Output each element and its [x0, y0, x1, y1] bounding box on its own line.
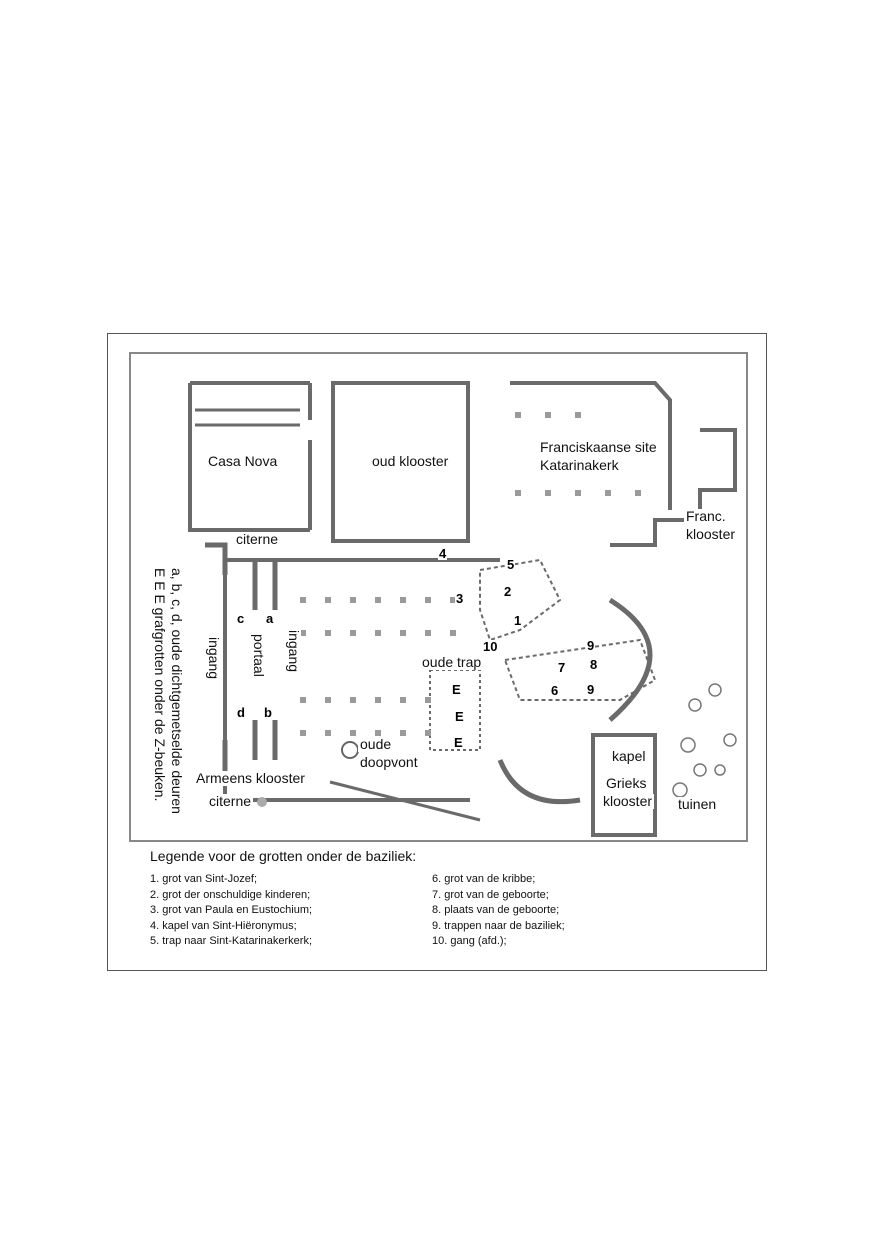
- portaal-label: portaal: [250, 634, 267, 677]
- marker-3: 3: [455, 591, 465, 606]
- citerne-top-label: citerne: [234, 531, 281, 548]
- basilica-apse: [608, 597, 653, 722]
- nw-corner-walls: [205, 542, 278, 610]
- marker-6: 6: [550, 683, 560, 698]
- citerne-bottom-label: citerne: [207, 793, 254, 810]
- marker-4: 4: [438, 546, 448, 561]
- marker-c: c: [236, 611, 246, 626]
- oude-trap-label: oude trap: [420, 654, 484, 671]
- garden-trees: [672, 683, 737, 798]
- south-grave-grottoes: [429, 669, 481, 751]
- oud-klooster-label: oud klooster: [370, 453, 451, 470]
- grotto-nave: [503, 638, 657, 701]
- franciscan-site-walls: [510, 381, 737, 547]
- marker-a: a: [265, 611, 275, 626]
- nave-columns: [300, 412, 641, 736]
- casa-nova-bars: [195, 408, 300, 427]
- side-note: a, b, c, d, oude dichtgemetselde deuren …: [151, 568, 185, 814]
- marker-9-lower: 9: [586, 682, 596, 697]
- side-note-line-1: a, b, c, d, oude dichtgemetselde deuren: [169, 568, 185, 814]
- outer-boundary: [129, 352, 748, 842]
- doopvont-label: doopvont: [358, 754, 420, 771]
- kapel-label: kapel: [610, 748, 648, 765]
- legend-item: 4. kapel van Sint-Hiëronymus;: [150, 919, 297, 932]
- cistern-channel: [329, 780, 481, 822]
- tuinen-label: tuinen: [676, 796, 719, 813]
- marker-e3: E: [453, 735, 464, 750]
- franciscaanse-site-label: Franciskaanse site: [538, 439, 659, 456]
- marker-5: 5: [506, 557, 516, 572]
- marker-e2: E: [454, 709, 465, 724]
- legend-item: 6. grot van de kribbe;: [432, 873, 536, 885]
- legend-item: 8. plaats van de geboorte;: [432, 904, 560, 916]
- armeens-klooster-label: Armeens klooster: [194, 770, 307, 787]
- legend-item: 2. grot der onschuldige kinderen;: [150, 888, 311, 901]
- marker-2: 2: [503, 584, 513, 599]
- map-frame: [107, 333, 767, 971]
- marker-b: b: [263, 705, 273, 720]
- legend-right-column: 6. grot van de kribbe; 7. grot van de ge…: [432, 872, 565, 950]
- franc-label: Franc.: [684, 508, 728, 525]
- oude-label: oude: [358, 736, 394, 753]
- grotto-outline: [479, 558, 562, 642]
- grieks-label: Grieks: [604, 775, 649, 792]
- casa-nova-walls: [188, 381, 312, 532]
- marker-7: 7: [557, 660, 567, 675]
- marker-e1: E: [451, 682, 462, 697]
- doopvont-font: [341, 741, 359, 759]
- marker-d: d: [236, 705, 246, 720]
- marker-1: 1: [513, 613, 523, 628]
- ingang-left-label: ingang: [205, 637, 222, 680]
- side-note-line-2: E E E grafgrotten onder de Z-beuken.: [152, 568, 168, 802]
- legend-left-column: 1. grot van Sint-Jozef; 2. grot der onsc…: [150, 872, 312, 950]
- citerne-well: [257, 797, 267, 807]
- legend-item: 3. grot van Paula en Eustochium;: [150, 904, 313, 916]
- marker-8: 8: [589, 657, 599, 672]
- legend-item: 1. grot van Sint-Jozef;: [150, 873, 257, 885]
- legend-item: 7. grot van de geboorte;: [432, 888, 549, 901]
- franc-klooster-label: klooster: [684, 526, 738, 543]
- casa-nova-label: Casa Nova: [206, 453, 280, 470]
- katarinakerk-label: Katarinakerk: [538, 457, 621, 474]
- marker-9-upper: 9: [586, 638, 596, 653]
- legend-item: 10. gang (afd.);: [432, 935, 507, 947]
- legend-item: 5. trap naar Sint-Katarinakerkerk;: [150, 935, 313, 947]
- oud-klooster-walls: [331, 381, 470, 543]
- legend-title: Legende voor de grotten onder de bazilie…: [150, 848, 417, 864]
- grieks-klooster-label: klooster: [601, 793, 655, 810]
- legend-item: 9. trappen naar de baziliek;: [432, 919, 565, 932]
- marker-10: 10: [482, 639, 499, 654]
- ingang-right-label: ingang: [285, 630, 302, 673]
- kapel-walls: [591, 733, 657, 837]
- south-transept: [497, 759, 581, 805]
